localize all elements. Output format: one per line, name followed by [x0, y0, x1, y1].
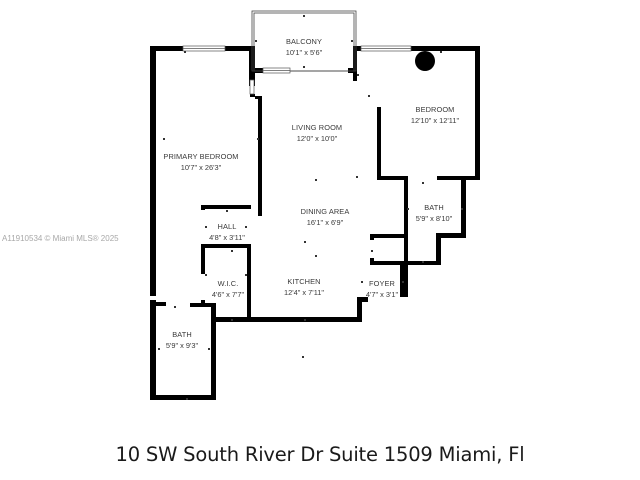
- room-dimensions: 4'8" x 3'11": [209, 233, 245, 242]
- room-name: BALCONY: [285, 37, 323, 46]
- room-dimensions: 16'1" x 6'9": [306, 218, 344, 227]
- walls: [150, 46, 480, 400]
- room-dimensions: 10'7" x 26'3": [180, 163, 222, 172]
- room-name: BEDROOM: [415, 105, 455, 114]
- room-foyer: FOYER 4'7" x 3'1": [366, 279, 398, 300]
- room-name: PRIMARY BEDROOM: [163, 152, 239, 161]
- room-balcony: BALCONY 10'1" x 5'6": [286, 37, 322, 58]
- room-kitchen: KITCHEN 12'4" x 7'11": [284, 277, 324, 298]
- balcony-railing: [251, 10, 357, 72]
- room-name: HALL: [217, 222, 237, 231]
- room-hall: HALL 4'8" x 3'11": [209, 222, 245, 243]
- room-name: LIVING ROOM: [291, 123, 343, 132]
- windows: [182, 45, 412, 95]
- column-icon: [415, 51, 435, 71]
- room-name: DINING AREA: [300, 207, 350, 216]
- room-name: KITCHEN: [287, 277, 321, 286]
- property-address: 10 SW South River Dr Suite 1509 Miami, F…: [115, 443, 525, 466]
- room-dimensions: 4'7" x 3'1": [365, 290, 399, 299]
- room-name: FOYER: [369, 279, 395, 288]
- room-dimensions: 12'4" x 7'11": [284, 288, 324, 297]
- room-dimensions: 5'9" x 9'3": [165, 341, 199, 350]
- room-bedroom: BEDROOM 12'10" x 12'11": [411, 105, 459, 126]
- room-dimensions: 4'6" x 7'7": [211, 290, 245, 299]
- room-name: BATH: [172, 330, 192, 339]
- room-dimensions: 12'0" x 10'0": [296, 134, 338, 143]
- room-bath-2: BATH 5'9" x 8'10": [416, 203, 452, 224]
- room-primary-bedroom: PRIMARY BEDROOM 10'7" x 26'3": [163, 152, 238, 173]
- room-dining-area: DINING AREA 16'1" x 6'9": [301, 207, 350, 228]
- measure-markers: [158, 15, 463, 400]
- room-name: BATH: [424, 203, 444, 212]
- room-bath-1: BATH 5'9" x 9'3": [166, 330, 198, 351]
- room-wic: W.I.C. 4'6" x 7'7": [212, 279, 244, 300]
- room-living-room: LIVING ROOM 12'0" x 10'0": [292, 123, 342, 144]
- watermark: A11910534 © Miami MLS® 2025: [2, 234, 119, 243]
- room-dimensions: 12'10" x 12'11": [410, 116, 460, 125]
- room-dimensions: 5'9" x 8'10": [415, 214, 453, 223]
- room-name: W.I.C.: [217, 279, 239, 288]
- room-dimensions: 10'1" x 5'6": [285, 48, 323, 57]
